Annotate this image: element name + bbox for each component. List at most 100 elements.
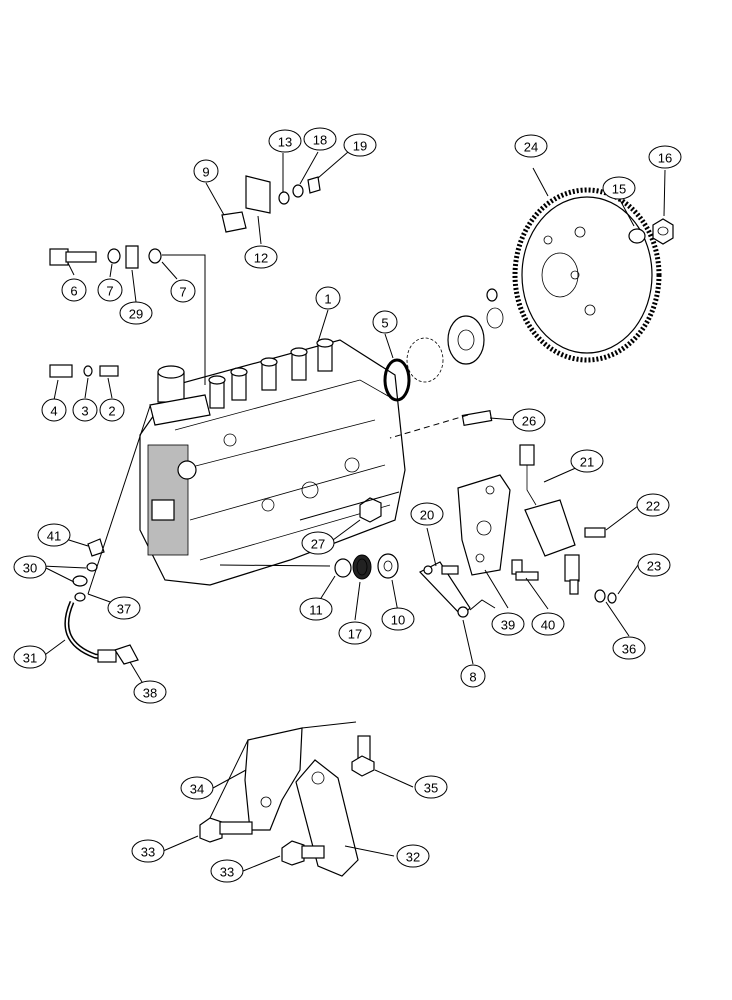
callout-label: 41 (47, 529, 61, 544)
callout-label: 31 (23, 651, 37, 666)
callout-6: 6 (61, 278, 87, 302)
solenoid-bracket (457, 474, 511, 576)
callout-30: 30 (13, 555, 47, 579)
callout-40: 40 (531, 612, 565, 636)
callout-2: 2 (99, 398, 125, 422)
callout-27: 27 (301, 531, 335, 555)
callout-label: 33 (141, 845, 155, 860)
callout-bubble (72, 398, 98, 422)
callout-26: 26 (512, 408, 546, 432)
support-arm (295, 759, 359, 877)
callout-label: 13 (278, 135, 292, 150)
callout-29: 29 (119, 301, 153, 325)
callout-label: 8 (469, 670, 476, 685)
callout-15: 15 (602, 176, 636, 200)
callout-bubble (303, 127, 337, 151)
callout-9: 9 (193, 159, 219, 183)
callout-label: 27 (311, 537, 325, 552)
callout-label: 33 (220, 865, 234, 880)
callout-37: 37 (107, 596, 141, 620)
callout-bubble (460, 664, 486, 688)
callout-label: 23 (647, 559, 661, 574)
leader-lines (41, 151, 666, 872)
callout-label: 22 (646, 499, 660, 514)
callout-5: 5 (372, 310, 398, 334)
callout-bubble (244, 245, 278, 269)
callout-label: 39 (501, 618, 515, 633)
callout-label: 19 (353, 139, 367, 154)
callout-19: 19 (343, 133, 377, 157)
callout-bubble (210, 859, 244, 883)
callout-38: 38 (133, 680, 167, 704)
callout-bubble (301, 531, 335, 555)
pump-fittings (49, 364, 119, 378)
callout-label: 40 (541, 618, 555, 633)
o-ring-and-hub (383, 288, 504, 402)
bolt-40 (511, 559, 539, 581)
callout-20: 20 (410, 502, 444, 526)
callout-3: 3 (72, 398, 98, 422)
callout-label: 26 (522, 414, 536, 429)
solenoid-washers (594, 589, 617, 604)
stud (461, 409, 493, 427)
banjo-bolt-set (49, 245, 162, 269)
callout-bubble (381, 607, 415, 631)
callout-33: 33 (210, 859, 244, 883)
callout-34: 34 (180, 776, 214, 800)
callout-7: 7 (170, 279, 196, 303)
lower-bolts (199, 735, 375, 866)
callout-label: 3 (81, 404, 88, 419)
callout-4: 4 (41, 398, 67, 422)
callout-bubble (531, 612, 565, 636)
spring-set (334, 553, 399, 580)
drive-gear (512, 187, 662, 363)
callout-bubble (636, 493, 670, 517)
callout-bubble (99, 398, 125, 422)
callout-32: 32 (396, 844, 430, 868)
callout-bubble (131, 839, 165, 863)
callout-label: 11 (309, 603, 323, 618)
callout-7: 7 (97, 278, 123, 302)
callout-bubble (97, 278, 123, 302)
callout-label: 15 (612, 182, 626, 197)
callout-bubble (37, 523, 71, 547)
callout-label: 35 (424, 781, 438, 796)
callout-bubble (612, 636, 646, 660)
callout-bubble (180, 776, 214, 800)
callout-label: 20 (420, 508, 434, 523)
callout-bubble (343, 133, 377, 157)
oil-line-assembly (64, 538, 139, 665)
callout-label: 12 (254, 251, 268, 266)
callout-11: 11 (299, 597, 333, 621)
callout-bubble (13, 555, 47, 579)
callout-label: 24 (524, 140, 538, 155)
callout-bubble (396, 844, 430, 868)
callout-1: 1 (315, 286, 341, 310)
callout-bubble (570, 449, 604, 473)
callout-bubble (410, 502, 444, 526)
callout-bubble (491, 612, 525, 636)
callout-bubble (170, 279, 196, 303)
mounting-bracket (244, 727, 303, 831)
callout-bubble (107, 596, 141, 620)
callout-13: 13 (268, 129, 302, 153)
callout-36: 36 (612, 636, 646, 660)
callout-label: 36 (622, 642, 636, 657)
callout-label: 10 (391, 613, 405, 628)
callout-label: 38 (143, 686, 157, 701)
callout-41: 41 (37, 523, 71, 547)
callout-label: 6 (70, 284, 77, 299)
callout-bubble (648, 145, 682, 169)
callout-label: 32 (406, 850, 420, 865)
callout-24: 24 (514, 134, 548, 158)
callout-bubble (602, 176, 636, 200)
lever-hardware (221, 175, 321, 233)
callout-label: 17 (348, 627, 362, 642)
callout-23: 23 (637, 553, 671, 577)
callout-bubble (61, 278, 87, 302)
callout-label: 30 (23, 561, 37, 576)
callout-bubble (41, 398, 67, 422)
callout-label: 2 (108, 404, 115, 419)
